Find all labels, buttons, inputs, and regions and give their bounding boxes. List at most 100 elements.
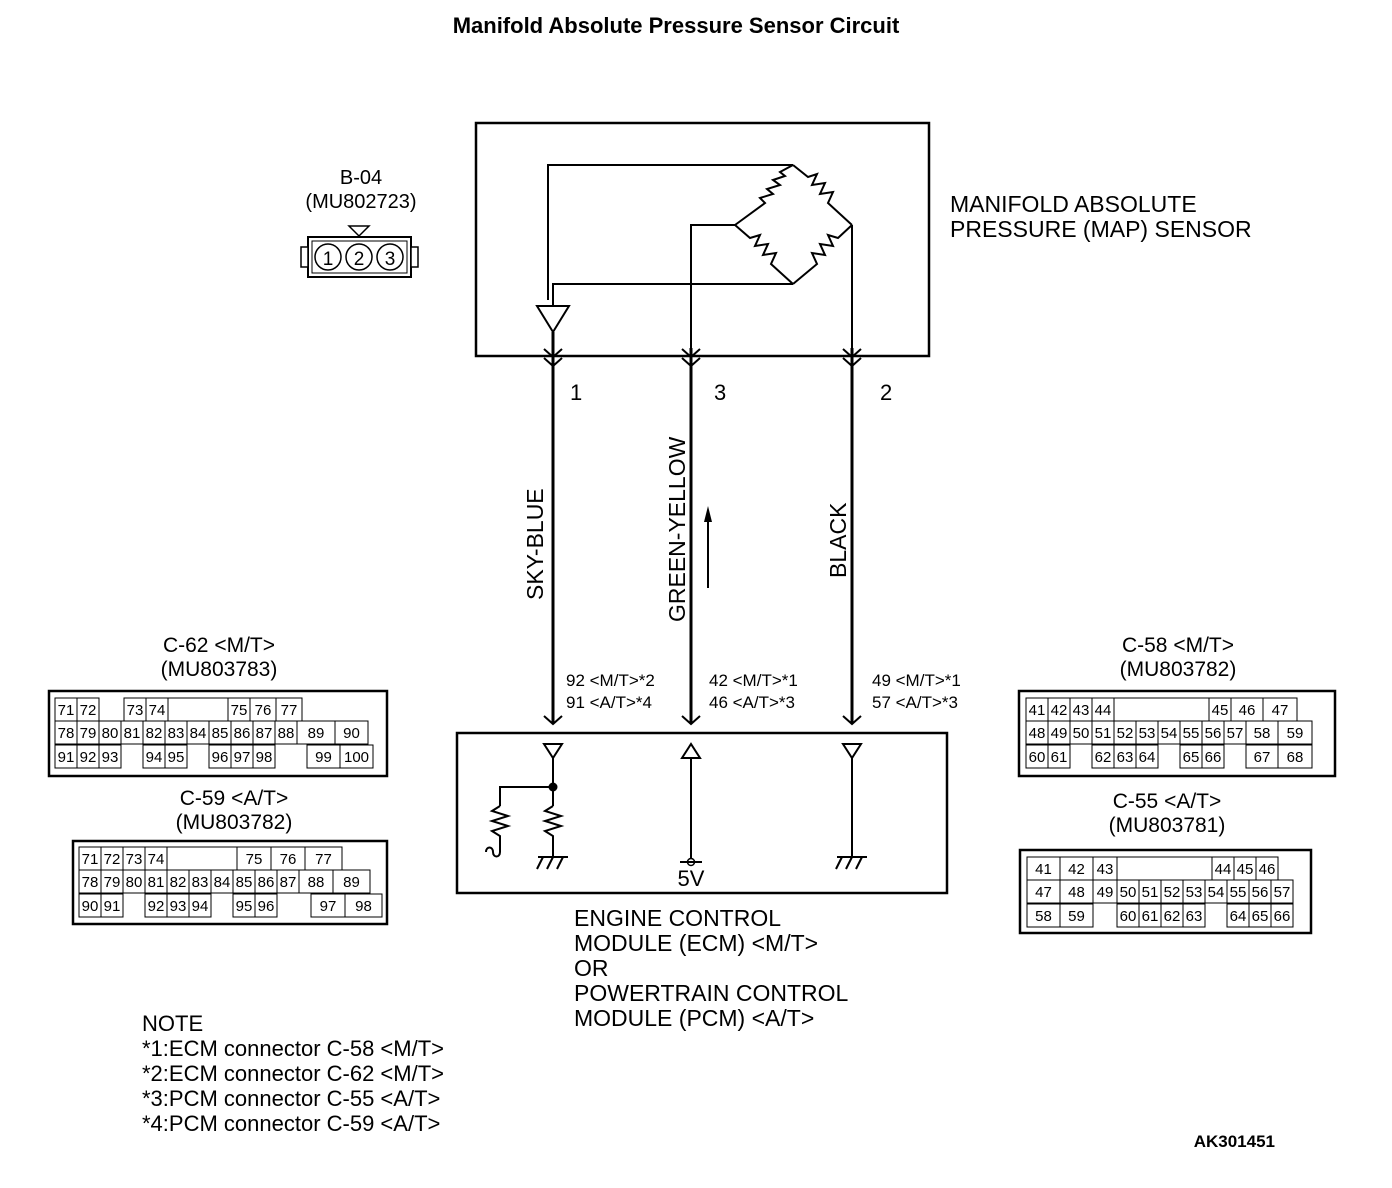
module-name-line3: OR (574, 955, 609, 981)
connector-pin-number: 87 (256, 725, 273, 742)
connector-pin-number: 92 (148, 898, 165, 915)
connector-pin-number: 62 (1164, 908, 1181, 925)
figure-id: AK301451 (1194, 1132, 1275, 1151)
bridge-resistor-top-right (792, 164, 853, 226)
connector-pin-number: 90 (343, 725, 360, 742)
connector-blank-block (1116, 856, 1213, 881)
connector-pin-number: 96 (258, 898, 275, 915)
wire-2-pin-label: 2 (880, 380, 892, 405)
connector-pin-number: 47 (1035, 884, 1052, 901)
map-sensor-name-line2: PRESSURE (MAP) SENSOR (950, 216, 1252, 242)
connector-c58-frame (1017, 689, 1337, 778)
connector-pin-number: 92 (80, 749, 97, 766)
wire-3-bottom-chevron (681, 715, 701, 726)
connector-pin-number: 58 (1254, 725, 1271, 742)
connector-cavity (344, 893, 383, 918)
sensor-connector-b04: B-04 (MU802723) 1 2 3 (300, 167, 419, 278)
connector-pin-number: 89 (343, 874, 360, 891)
connector-pin-number: 74 (149, 702, 166, 719)
connector-pin-number: 95 (236, 898, 253, 915)
ecm-pull-down-resistor (541, 805, 565, 856)
connector-pin-number: 78 (82, 874, 99, 891)
connector-cavity (188, 893, 212, 918)
connector-inner (311, 240, 408, 274)
module-name-line2: MODULE (ECM) <M/T> (574, 930, 818, 956)
connector-pin-number: 85 (212, 725, 229, 742)
connector-pin-number: 78 (58, 725, 75, 742)
connector-c55-frame (1018, 848, 1313, 935)
connector-pin-number: 72 (104, 851, 121, 868)
sensor-connector-id: B-04 (340, 167, 382, 189)
connector-cavity (1277, 744, 1313, 769)
connector-pin-number: 63 (1117, 749, 1134, 766)
connector-pin-number: 71 (82, 851, 99, 868)
wire-1-color-label: SKY-BLUE (522, 488, 548, 600)
connector-pin-number: 46 (1239, 702, 1256, 719)
connector-pin-number: 71 (58, 702, 75, 719)
connector-c59-name: C-59 <A/T> (180, 787, 289, 810)
connector-pin-number: 48 (1029, 725, 1046, 742)
connector-c59-part: (MU803782) (176, 811, 293, 834)
note-item-3: *3:PCM connector C-55 <A/T> (142, 1086, 440, 1111)
pin-circle-2 (345, 243, 373, 271)
connector-pin-number: 59 (1068, 908, 1085, 925)
note-item-2: *2:ECM connector C-62 <M/T> (142, 1061, 444, 1086)
connector-cavity (334, 720, 369, 745)
wire-2-ecm-pin-mt: 49 <M/T>*1 (872, 671, 961, 690)
connector-pin-number: 51 (1142, 884, 1159, 901)
connector-blank-block (167, 697, 229, 722)
connector-pin-number: 62 (1095, 749, 1112, 766)
connector-pin-number: 45 (1212, 702, 1229, 719)
connector-pin-number: 56 (1205, 725, 1222, 742)
connector-cavity (1047, 744, 1071, 769)
connector-pin-number: 63 (1186, 908, 1203, 925)
ecm-ground-icon-2 (835, 856, 867, 870)
connector-pin-number: 88 (278, 725, 295, 742)
connector-pin-number: 85 (236, 874, 253, 891)
connector-pin-number: 97 (320, 898, 337, 915)
connector-pin-number: 74 (148, 851, 165, 868)
connector-cavity (1201, 744, 1225, 769)
wire-3-ecm-pin-mt: 42 <M/T>*1 (709, 671, 798, 690)
connector-pin-number: 43 (1073, 702, 1090, 719)
connector-pin-number: 76 (280, 851, 297, 868)
connector-key-triangle (347, 225, 371, 238)
pin-circle-3 (376, 243, 404, 271)
connector-pin-number: 83 (168, 725, 185, 742)
connector-pin-number: 80 (126, 874, 143, 891)
connector-pin-number: 77 (315, 851, 332, 868)
wire-2-top-chevron-a (842, 348, 862, 359)
connector-pin-number: 86 (234, 725, 251, 742)
sensor-output-triangle (535, 305, 571, 334)
connector-c59-frame (71, 839, 389, 926)
connector-pin-number: 56 (1252, 884, 1269, 901)
module-name-line4: POWERTRAIN CONTROL (574, 980, 849, 1006)
note-item-1: *1:ECM connector C-58 <M/T> (142, 1036, 444, 1061)
wire-3-color-label: GREEN-YELLOW (664, 436, 690, 622)
note-item-4: *4:PCM connector C-59 <A/T> (142, 1111, 440, 1136)
wire-3-ecm-pin-at: 46 <A/T>*3 (709, 693, 795, 712)
connector-pin-number: 61 (1142, 908, 1159, 925)
connector-cavity (1135, 744, 1159, 769)
connector-c62-frame (47, 689, 389, 778)
ecm-ground-icon-1 (536, 856, 568, 870)
wire-2-color-label: BLACK (825, 502, 851, 578)
connector-pin-number: 59 (1287, 725, 1304, 742)
module-name-line1: ENGINE CONTROL (574, 905, 781, 931)
bridge-top-wire (547, 164, 793, 300)
connector-pin-number: 94 (192, 898, 209, 915)
connector-blank-block (1113, 697, 1210, 722)
connector-pin-number: 82 (170, 874, 187, 891)
connector-cavity (332, 869, 371, 894)
connector-pin-number: 50 (1120, 884, 1137, 901)
connector-pin-number: 99 (315, 749, 332, 766)
connector-cavity (1270, 879, 1294, 904)
connector-pin-number: 87 (280, 874, 297, 891)
map-sensor-name-line1: MANIFOLD ABSOLUTE (950, 191, 1197, 217)
connector-pin-number: 42 (1051, 702, 1068, 719)
